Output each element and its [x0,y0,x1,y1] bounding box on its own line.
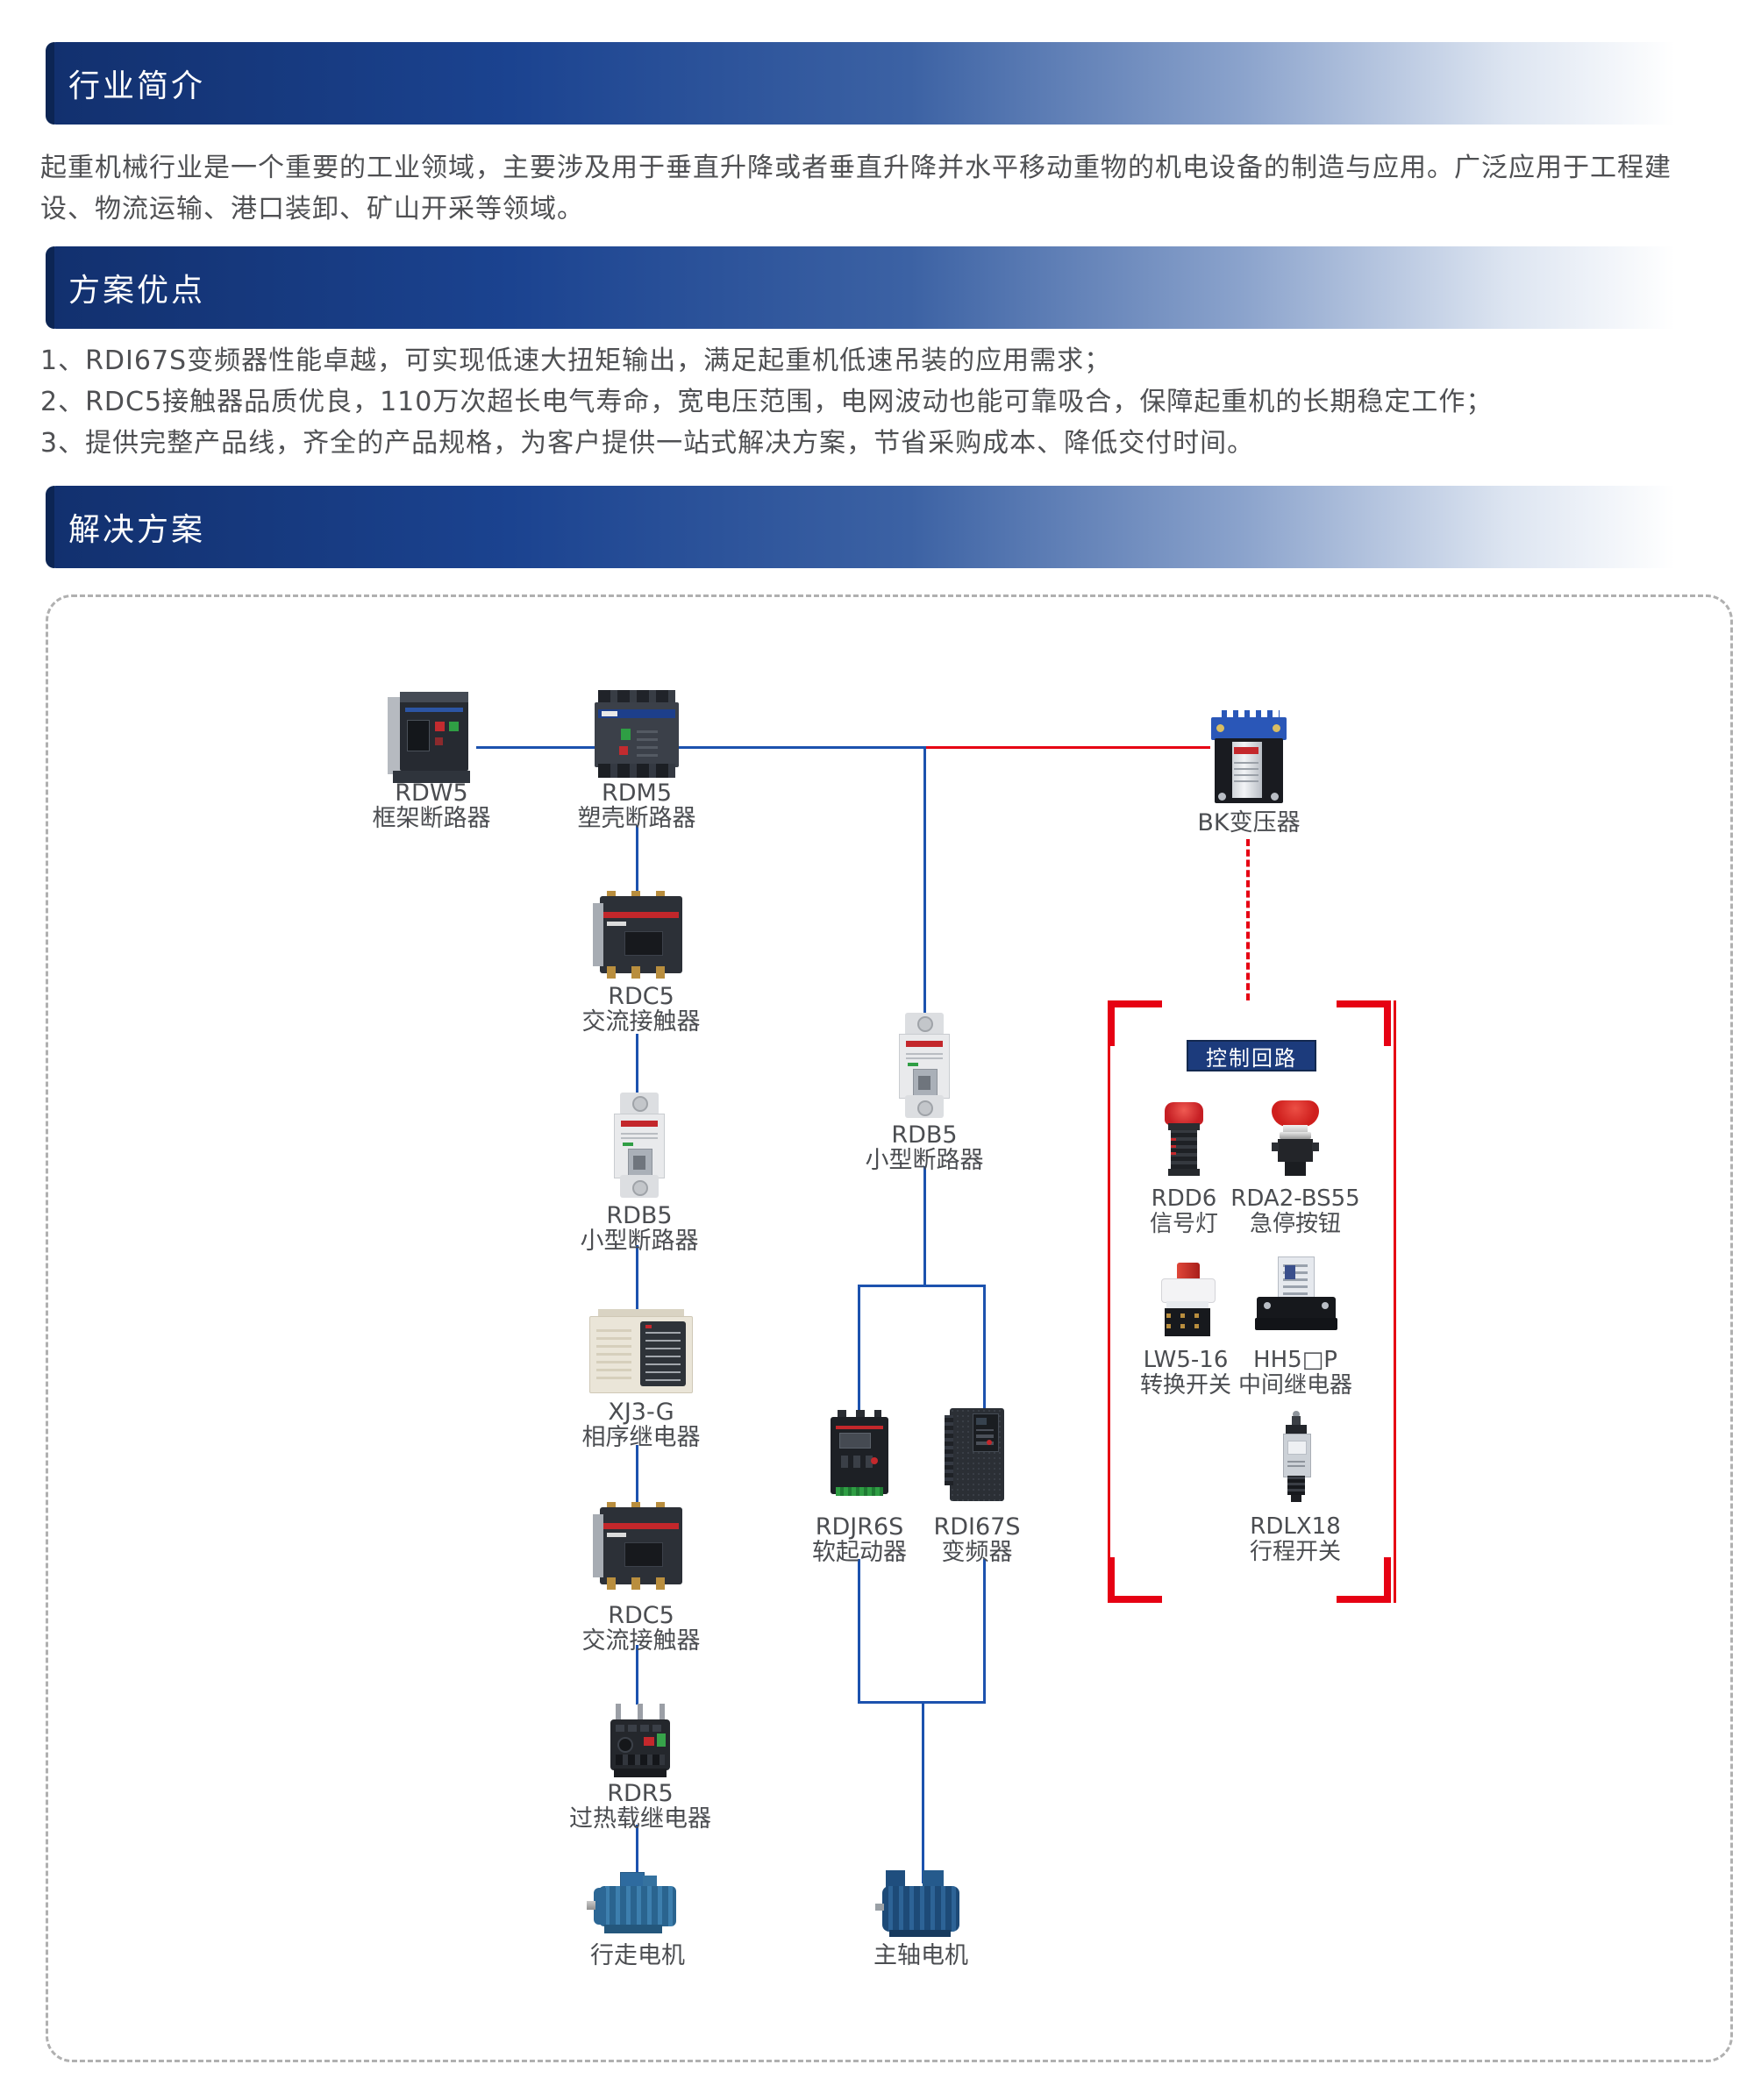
rdb5b-label: RDB5 小型断路器 [865,1121,984,1174]
walk-motor-image [587,1872,685,1939]
advantage-point-2: 2、RDC5接触器品质优良，110万次超长电气寿命，宽电压范围，电网波动也能可靠… [40,387,1494,417]
wire [926,746,1210,749]
wire [636,1445,638,1503]
lw5-label: LW5-16 转换开关 [1139,1347,1231,1399]
corner-bracket [1384,1557,1391,1603]
bk-label: BK变压器 [1197,809,1301,836]
control-circuit-box [1108,1000,1396,1603]
xj3g-relay-image [589,1309,693,1393]
wire [923,746,926,1013]
rdb5a-label: RDB5 小型断路器 [580,1202,699,1255]
rdr5-overload-relay-image [610,1704,670,1777]
rda2-label: RDA2-BS55 急停按钮 [1230,1185,1360,1237]
rdjr6s-label: RDJR6S 软起动器 [812,1513,907,1566]
hh5-label: HH5□P 中间继电器 [1237,1347,1352,1399]
corner-bracket [1384,1000,1391,1046]
rdm5-product-image [595,690,679,779]
rdb5-breaker-image [899,1013,950,1118]
advantage-point-1: 1、RDI67S变频器性能卓越，可实现低速大扭矩输出，满足起重机低速吊装的应用需… [40,345,1112,376]
main-motor-image [875,1870,965,1939]
corner-bracket [1108,1596,1162,1603]
rdw5-product-image [388,688,475,783]
wire [858,1285,986,1287]
solution-banner: 解决方案 [46,486,1708,568]
wire [636,1034,638,1093]
walk-motor-label: 行走电机 [590,1942,685,1969]
control-circuit-badge: 控制回路 [1187,1040,1316,1071]
wire [636,1645,638,1705]
rdlx18-label: RDLX18 行程开关 [1249,1513,1341,1565]
rdd6-label: RDD6 信号灯 [1149,1185,1218,1237]
solution-title: 解决方案 [68,512,206,548]
rdlx18-limit-switch-image [1281,1411,1311,1502]
bk-transformer-image [1208,710,1290,810]
rdm5-label: RDM5 塑壳断路器 [577,779,696,832]
corner-bracket [1108,1000,1162,1007]
hh5-relay-image [1255,1256,1337,1339]
rda2-estop-image [1272,1100,1319,1178]
wire [922,1701,924,1883]
rdc5-contactor-image [593,891,689,979]
corner-bracket [1108,1000,1115,1046]
wire [983,1285,986,1410]
rdb5-breaker-image [614,1093,665,1198]
control-feed-dashed-wire [1246,839,1250,1000]
corner-bracket [1337,1596,1391,1603]
corner-bracket [1108,1557,1115,1603]
wire [923,1166,926,1287]
wire [636,825,638,892]
advantages-title: 方案优点 [68,273,206,309]
advantages-banner: 方案优点 [46,246,1708,329]
rdc5b-label: RDC5 交流接触器 [581,1602,701,1655]
wire [858,1559,860,1704]
wire [858,1285,860,1410]
lw5-cam-switch-image [1158,1263,1217,1340]
xj3g-label: XJ3-G 相序继电器 [581,1399,701,1451]
wire [636,1825,638,1883]
wire [983,1559,986,1704]
industry-body: 起重机械行业是一个重要的工业领域，主要涉及用于垂直升降或者垂直升降并水平移动重物… [40,153,1672,224]
rdi67s-label: RDI67S 变频器 [933,1513,1021,1566]
rdd6-signal-lamp-image [1165,1102,1203,1179]
rdw5-label: RDW5 框架断路器 [372,779,491,832]
industry-banner: 行业简介 [46,42,1708,125]
wire [476,746,926,749]
advantage-point-3: 3、提供完整产品线，齐全的产品规格，为客户提供一站式解决方案，节省采购成本、降低… [40,428,1255,459]
industry-title: 行业简介 [68,68,206,104]
rdjr6s-softstarter-image [831,1410,888,1503]
rdr5-label: RDR5 过热载继电器 [569,1780,711,1833]
rdc5a-label: RDC5 交流接触器 [581,983,701,1036]
corner-bracket [1337,1000,1391,1007]
main-motor-label: 主轴电机 [873,1942,968,1969]
rdi67s-inverter-image [945,1405,1009,1505]
wire [636,1245,638,1310]
rdc5-contactor-image [593,1502,689,1590]
solution-diagram-frame [46,594,1733,2062]
